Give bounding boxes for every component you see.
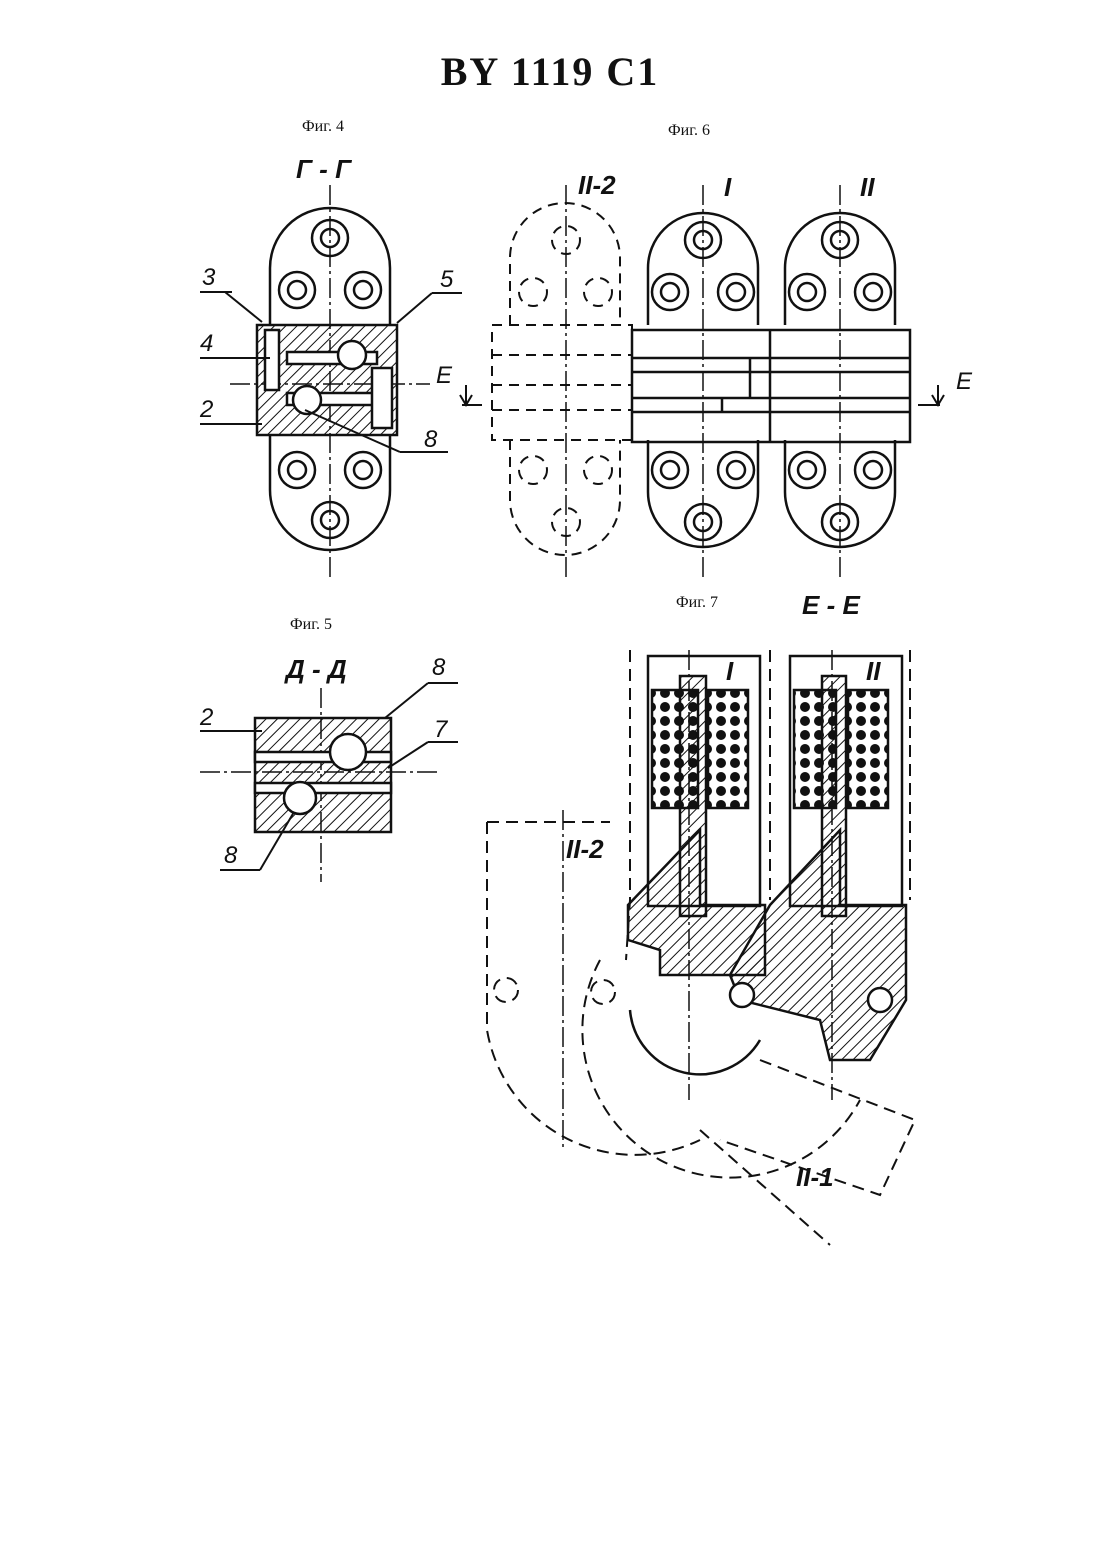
document-id: BY 1119 C1 [0,48,1100,95]
figure-4-drawing [200,185,462,578]
fig4-label-2: 2 [200,396,213,424]
fig7-caption: Фиг. 7 [676,594,718,612]
fig7-label-II: II [866,656,880,687]
fig7-label-I: I [726,656,733,687]
fig6-label-II-2: II-2 [578,170,616,201]
fig5-label-2: 2 [200,704,213,732]
fig4-label-5: 5 [440,266,453,294]
fig5-label-7: 7 [434,716,447,744]
fig4-section-label: Г - Г [296,154,351,185]
fig5-label-8-bottom: 8 [224,842,237,870]
fig6-label-E-right: E [956,368,972,396]
fig7-section-label: E - E [802,590,860,621]
fig5-label-8-top: 8 [432,654,445,682]
fig6-caption: Фиг. 6 [668,122,710,140]
figure-7-drawing [487,650,915,1245]
fig7-label-II-2: II-2 [566,834,604,865]
fig6-label-II: II [860,172,874,203]
fig4-label-3: 3 [202,264,215,292]
fig6-label-E-left: E [436,362,452,390]
fig6-label-I: I [724,172,731,203]
figure-6-drawing [460,185,944,578]
fig4-label-8: 8 [424,426,437,454]
fig4-label-4: 4 [200,330,213,358]
fig7-label-II-1: II-1 [796,1162,834,1193]
fig4-caption: Фиг. 4 [302,118,344,136]
fig5-section-label: Д - Д [286,654,347,685]
figure-5-drawing [200,683,458,882]
fig5-caption: Фиг. 5 [290,616,332,634]
